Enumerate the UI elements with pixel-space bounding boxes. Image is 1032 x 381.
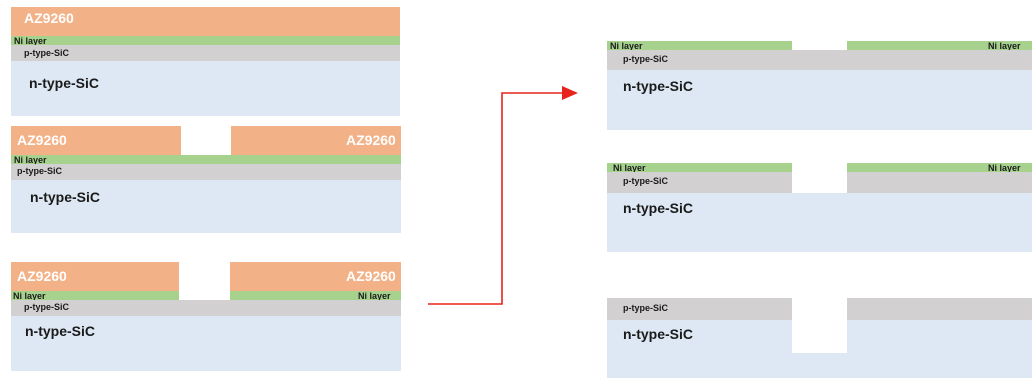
n-type-sic-substrate-left	[607, 320, 792, 378]
arrow-head	[562, 86, 578, 100]
n-type-sic-label: n-type-SiC	[623, 326, 693, 342]
az9260-label: AZ9260	[24, 10, 74, 26]
p-type-sic-layer-right	[847, 298, 1032, 320]
ni-layer-label-left: Ni layer	[610, 41, 643, 51]
ni-layer-right	[230, 291, 401, 300]
ni-layer-label-left: Ni layer	[13, 291, 46, 301]
p-type-sic-layer	[11, 300, 401, 316]
ni-layer-left	[607, 163, 792, 172]
az9260-layer-left	[11, 126, 181, 155]
az9260-layer-right	[231, 126, 401, 155]
ni-layer-label-right: Ni layer	[988, 163, 1021, 173]
az9260-label-right: AZ9260	[346, 132, 396, 148]
n-type-sic-substrate	[11, 316, 401, 371]
p-type-sic-layer	[607, 50, 1032, 70]
ni-layer-left	[607, 41, 792, 50]
p-type-sic-label: p-type-SiC	[24, 302, 69, 312]
n-type-sic-substrate	[11, 180, 401, 233]
n-type-sic-substrate	[607, 193, 1032, 252]
n-type-sic-label: n-type-SiC	[25, 323, 95, 339]
az9260-label-right: AZ9260	[346, 268, 396, 284]
p-type-sic-layer-left	[607, 172, 792, 193]
arrow-line	[428, 92, 562, 305]
n-type-sic-substrate	[11, 61, 400, 116]
ni-layer-label-right: Ni layer	[358, 291, 391, 301]
ni-layer-left	[11, 291, 179, 300]
n-type-sic-label: n-type-SiC	[623, 78, 693, 94]
ni-layer-label-left: Ni layer	[613, 163, 646, 173]
ni-layer-label-right: Ni layer	[988, 41, 1021, 51]
az9260-layer-right	[230, 262, 401, 291]
p-type-sic-layer	[11, 164, 401, 180]
p-type-sic-label: p-type-SiC	[623, 303, 668, 313]
p-type-sic-layer-right	[847, 172, 1032, 193]
ni-layer-label: Ni layer	[14, 155, 47, 165]
p-type-sic-layer	[11, 45, 400, 61]
n-type-sic-label: n-type-SiC	[29, 75, 99, 91]
ni-layer-right	[847, 41, 1032, 50]
n-type-sic-substrate	[607, 70, 1032, 130]
az9260-layer	[11, 7, 400, 36]
p-type-sic-label: p-type-SiC	[17, 166, 62, 176]
n-type-sic-label: n-type-SiC	[623, 200, 693, 216]
n-type-sic-substrate-trench-bottom	[792, 353, 847, 378]
ni-layer-label: Ni layer	[14, 36, 47, 46]
n-type-sic-label: n-type-SiC	[30, 189, 100, 205]
ni-layer	[11, 155, 401, 164]
az9260-label-left: AZ9260	[17, 268, 67, 284]
n-type-sic-substrate-right	[847, 320, 1032, 378]
p-type-sic-label: p-type-SiC	[24, 48, 69, 58]
az9260-layer-left	[11, 262, 179, 291]
p-type-sic-layer-left	[607, 298, 792, 320]
p-type-sic-label: p-type-SiC	[623, 176, 668, 186]
p-type-sic-label: p-type-SiC	[623, 54, 668, 64]
ni-layer	[11, 36, 400, 45]
az9260-label-left: AZ9260	[17, 132, 67, 148]
ni-layer-right	[847, 163, 1032, 172]
